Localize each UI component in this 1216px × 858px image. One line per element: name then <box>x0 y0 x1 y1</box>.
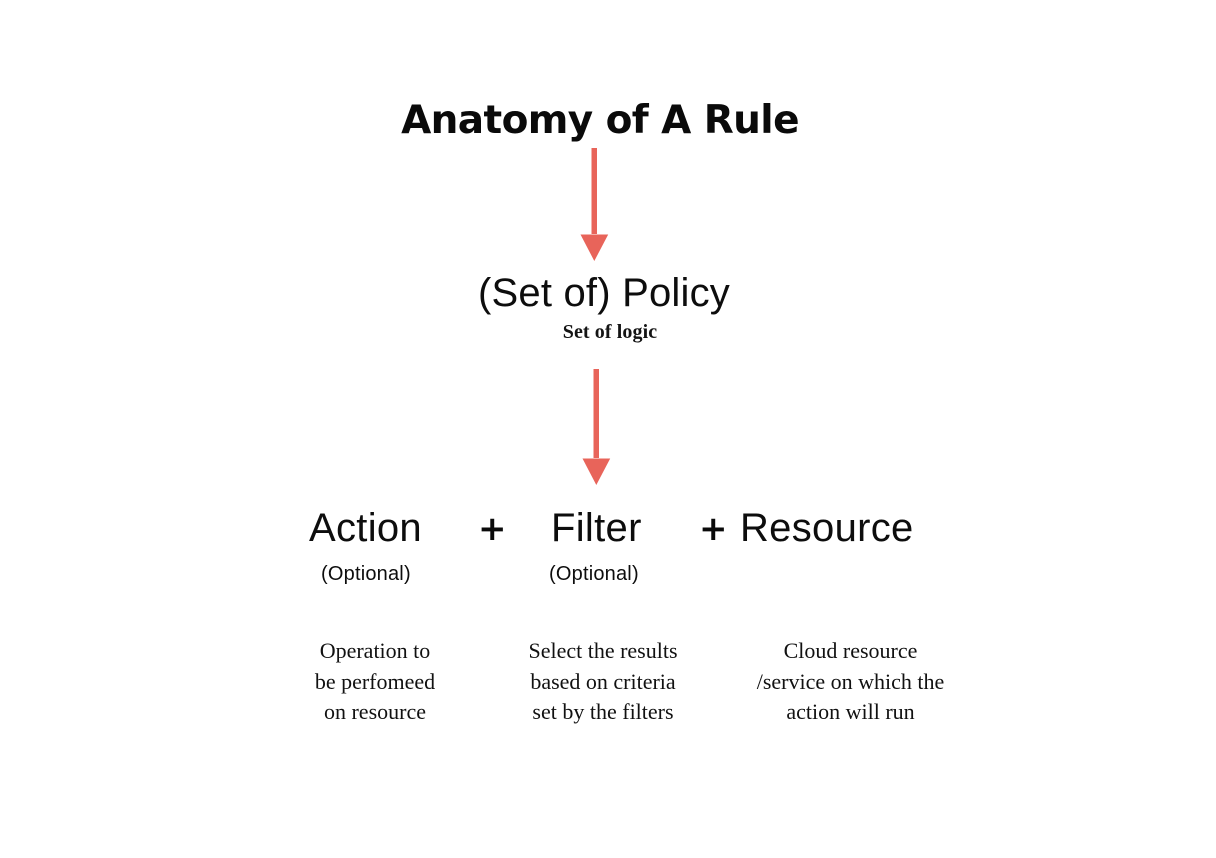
filter-description-line-2: based on criteria <box>530 668 676 694</box>
description-row: Operation to be perfomeed on resource Se… <box>0 636 1216 736</box>
arrow-title-to-policy <box>580 148 609 261</box>
diagram-title: Anatomy of A Rule <box>0 98 1216 143</box>
policy-block: (Set of) Policy Set of logic <box>0 272 1216 344</box>
resource-description-line-2: /service on which the <box>756 668 945 694</box>
action-optional-label: (Optional) <box>321 563 411 585</box>
policy-heading: (Set of) Policy <box>478 271 730 315</box>
action-description-line-1: Operation to <box>319 638 431 663</box>
filter-description: Select the results based on criteria set… <box>503 636 703 728</box>
component-filter-label: Filter <box>551 506 642 550</box>
component-action-label: Action <box>309 506 422 550</box>
policy-subtitle: Set of logic <box>562 321 658 343</box>
action-description-line-3: on resource <box>323 699 426 724</box>
action-description-line-2: be perfomeed <box>314 668 436 694</box>
action-description: Operation to be perfomeed on resource <box>300 636 450 728</box>
operator-plus-2: + <box>699 509 728 549</box>
resource-description-line-3: action will run <box>786 699 915 724</box>
filter-description-line-3: set by the filters <box>532 699 674 724</box>
arrow-policy-to-components <box>582 369 611 485</box>
filter-optional-label: (Optional) <box>549 563 639 585</box>
resource-description-line-1: Cloud resource <box>783 638 918 663</box>
diagram-title-text: Anatomy of A Rule <box>401 98 799 143</box>
operator-plus-1: + <box>478 509 507 549</box>
resource-description: Cloud resource /service on which the act… <box>728 636 973 728</box>
component-resource-label: Resource <box>740 506 914 550</box>
filter-description-line-1: Select the results <box>528 638 678 663</box>
formula-row: Action + Filter + Resource <box>0 502 1216 558</box>
